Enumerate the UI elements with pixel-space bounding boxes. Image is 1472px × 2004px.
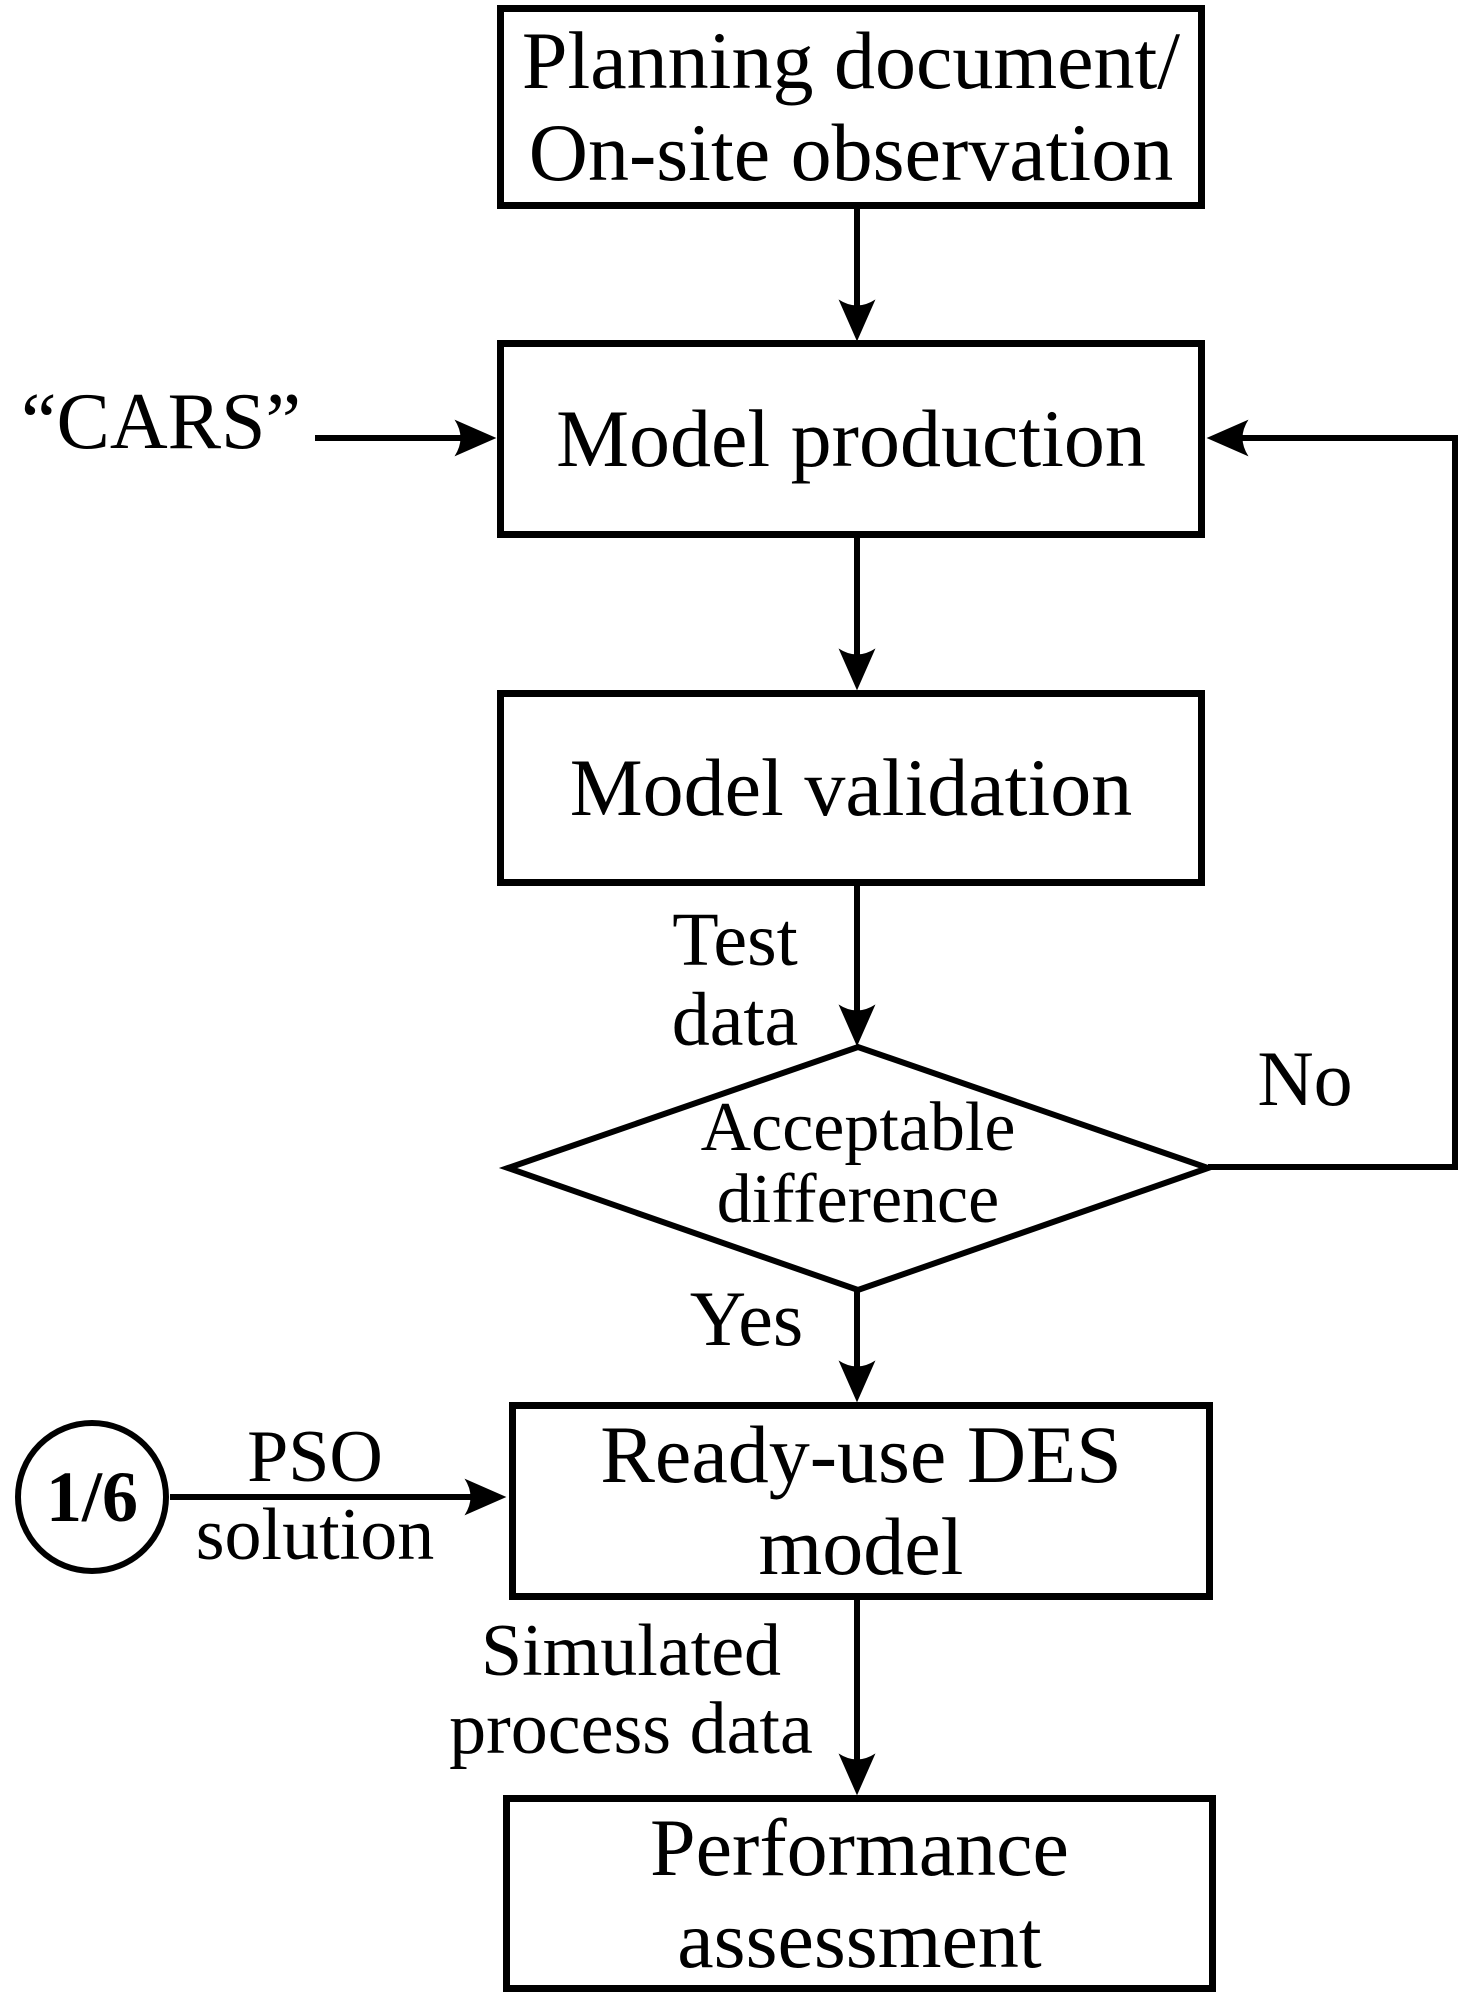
edge-label-cars: “CARS” [21, 378, 301, 466]
node-performance-assessment-label: Performance assessment [650, 1801, 1069, 1985]
no-feedback-connector [1206, 419, 1458, 1170]
node-ready-use-des-model: Ready-use DES model [509, 1402, 1213, 1600]
connector-circle-shape [15, 1420, 169, 1574]
node-performance-assessment: Performance assessment [503, 1795, 1216, 1992]
node-planning-document: Planning document/ On-site observation [497, 5, 1205, 209]
node-model-validation-label: Model validation [569, 742, 1133, 833]
node-model-validation: Model validation [497, 690, 1205, 886]
edge-label-no: No [1257, 1035, 1353, 1122]
decision-diamond-shape [498, 1043, 1218, 1294]
node-planning-document-label: Planning document/ On-site observation [521, 15, 1181, 198]
connector-circle-label: 1/6 [45, 1457, 138, 1537]
node-ready-use-des-model-label: Ready-use DES model [600, 1409, 1122, 1592]
edge-label-test-data: Test data [671, 898, 799, 1062]
edge-label-pso-solution: PSO solution [195, 1416, 435, 1576]
node-model-production-label: Model production [556, 393, 1146, 484]
edge-label-yes: Yes [689, 1275, 804, 1362]
node-decision-label: Acceptable difference [700, 1089, 1016, 1238]
edge-label-simulated-process-data: Simulated process data [449, 1610, 813, 1770]
node-model-production: Model production [497, 340, 1205, 538]
